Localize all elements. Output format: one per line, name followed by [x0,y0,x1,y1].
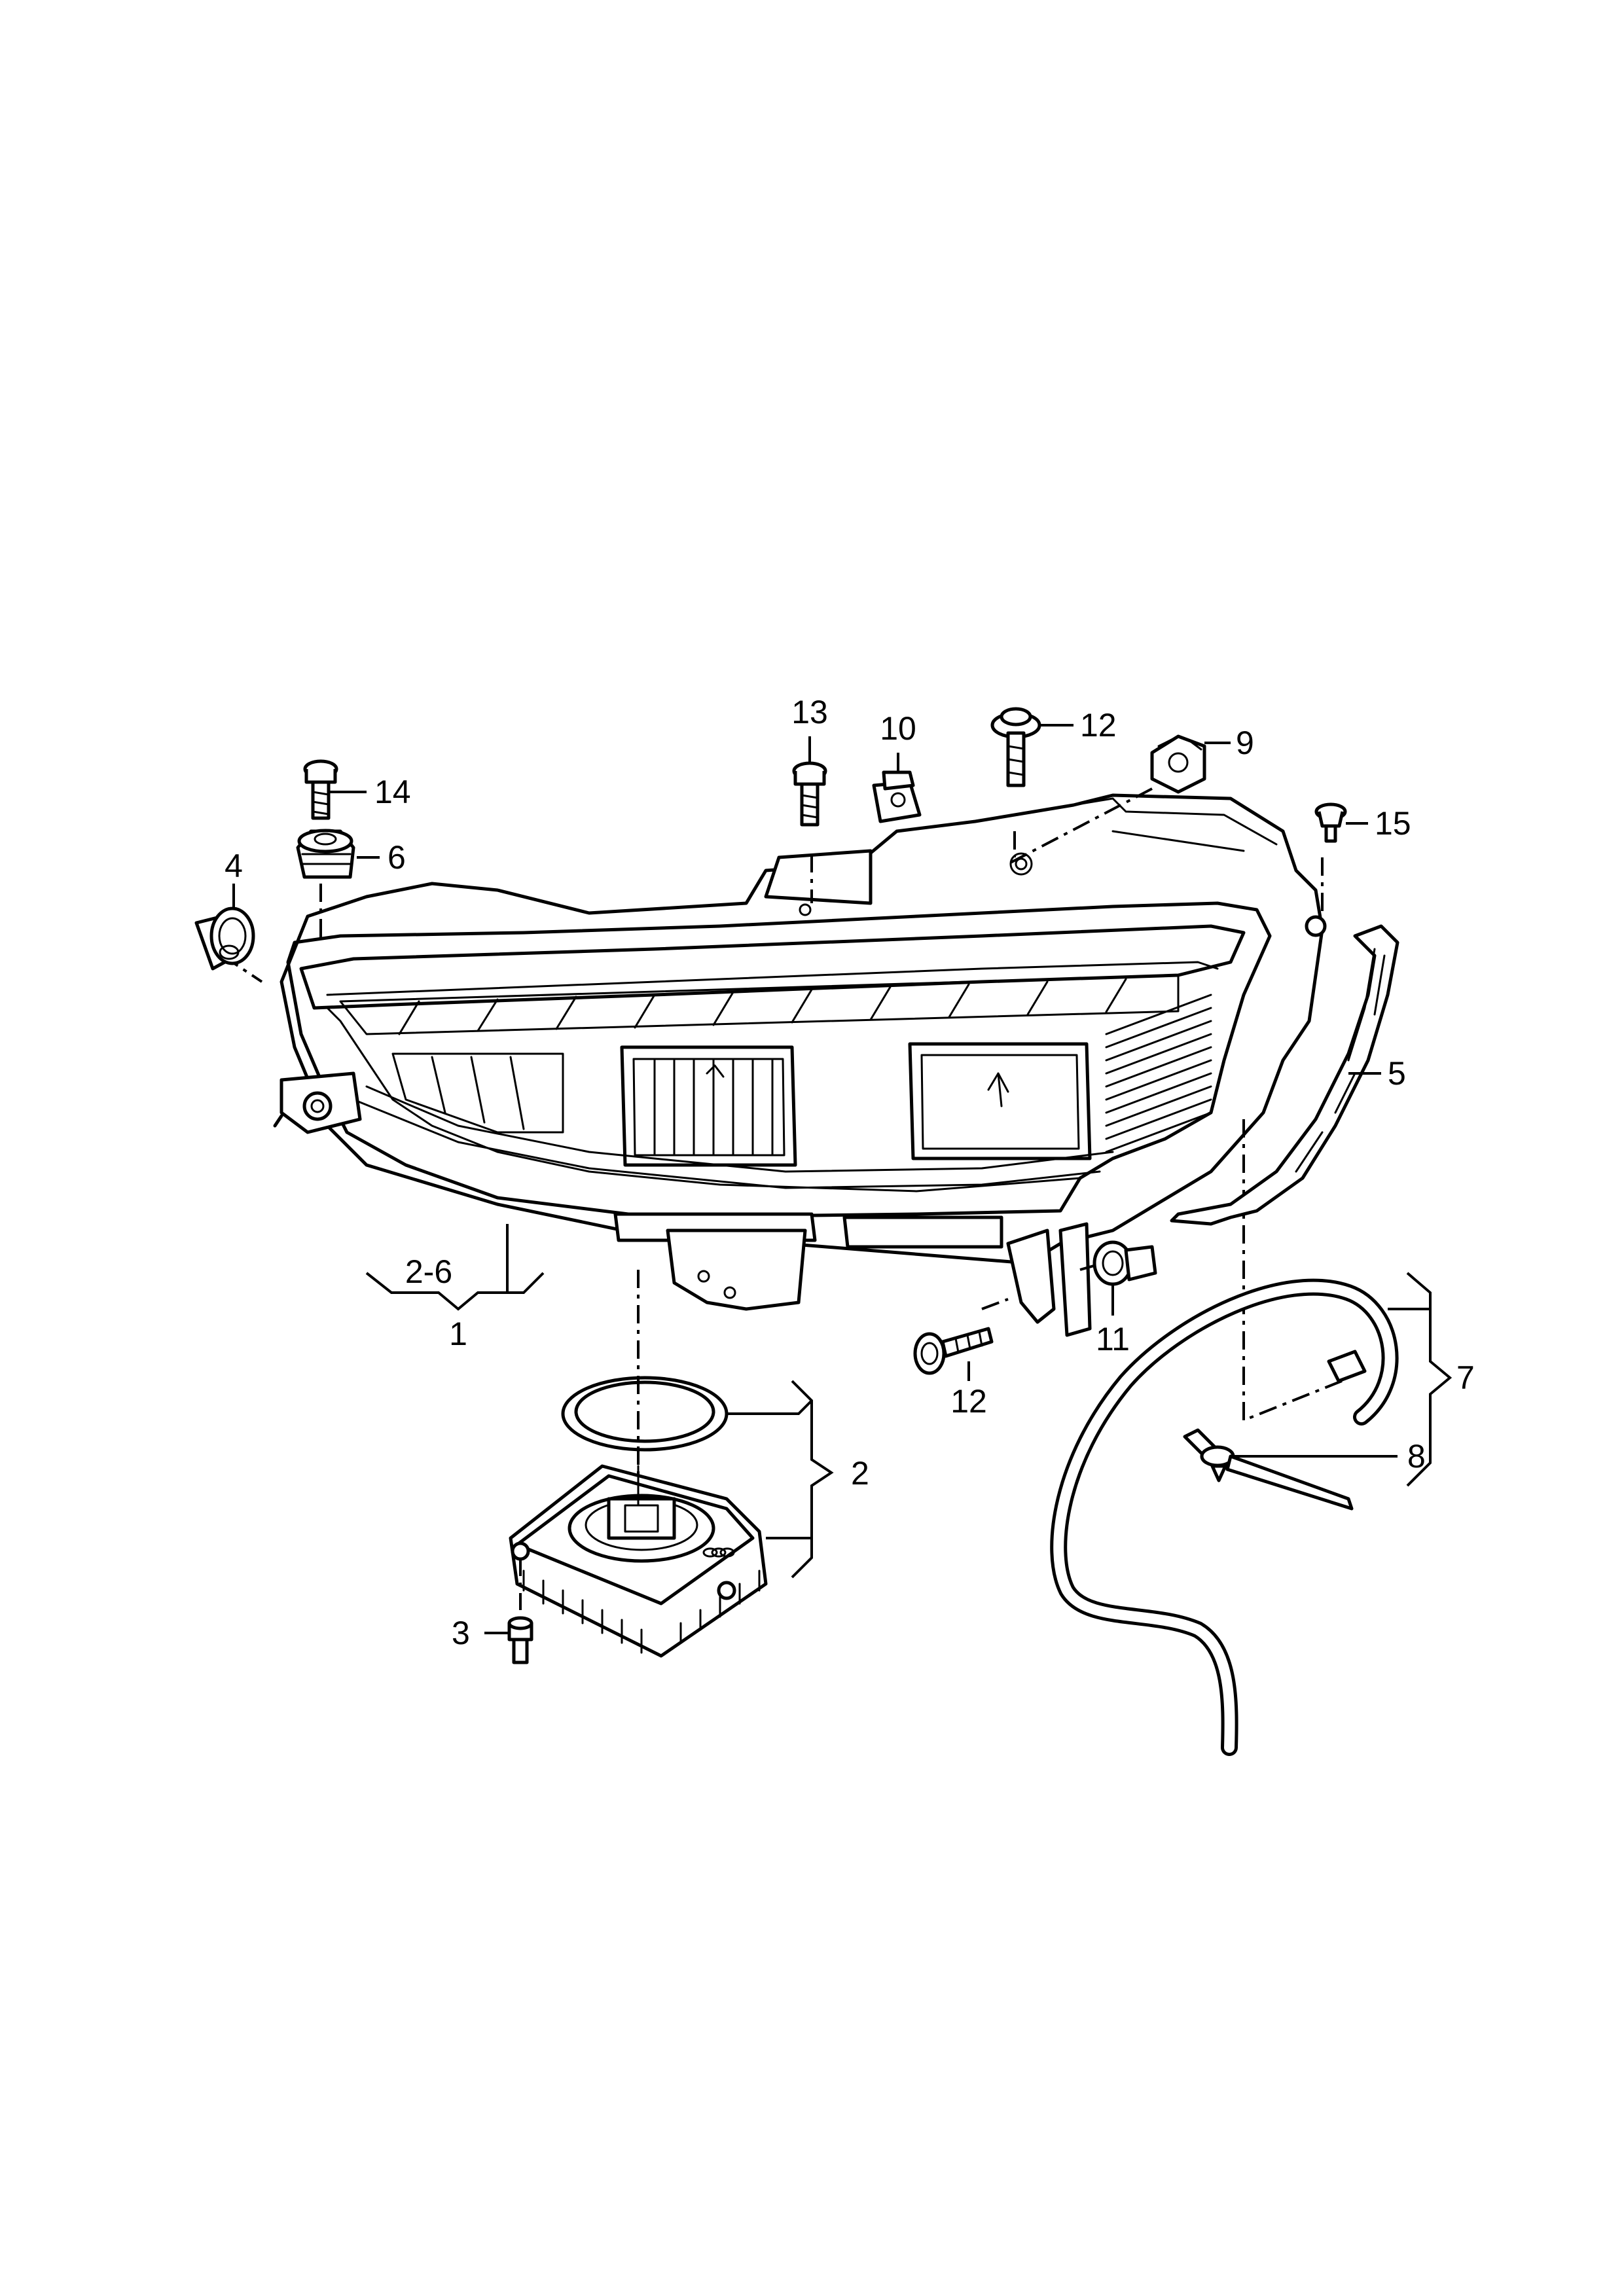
part-4-grommet [194,906,255,971]
part-6-nut [296,829,355,879]
part-3-screw [507,1558,533,1664]
callout-13: 13 [791,694,828,730]
part-2-control-module [509,1376,768,1658]
callout-2-6: 2-6 [405,1253,452,1290]
callout-8: 8 [1407,1438,1426,1475]
part-8-cable-tie [1183,1428,1354,1511]
part-7-wiring [1050,1278,1399,1756]
callout-9: 9 [1236,725,1254,761]
callout-7: 7 [1456,1359,1475,1396]
part-11-grommet [1092,1240,1157,1286]
callouts: 1 2-6 2 3 4 5 6 7 8 9 10 11 12 12 13 14 … [225,694,1475,1651]
callout-3: 3 [452,1615,470,1651]
part-13-bolt [792,761,827,827]
callout-12-bottom: 12 [950,1383,987,1420]
callout-12-top: 12 [1080,707,1117,744]
callout-15: 15 [1375,805,1411,842]
callout-4: 4 [225,848,243,884]
part-12-top-bolt [990,707,1041,787]
part-14-bolt [303,759,338,820]
callout-14: 14 [374,774,411,810]
callout-11: 11 [1096,1321,1130,1357]
part-5-seal [1170,924,1399,1226]
part-9-bracket-nut [1150,734,1206,794]
headlight-assembly [273,793,1327,1337]
callout-10: 10 [880,710,916,747]
part-12-bottom-bolt [913,1327,994,1375]
part-15-screw [1314,802,1347,843]
callout-5: 5 [1388,1055,1406,1092]
callout-1: 1 [449,1316,467,1352]
callout-6: 6 [388,839,406,876]
part-10-clip-nut [872,770,922,823]
leader-lines [232,724,1453,1634]
callout-2: 2 [851,1455,869,1492]
